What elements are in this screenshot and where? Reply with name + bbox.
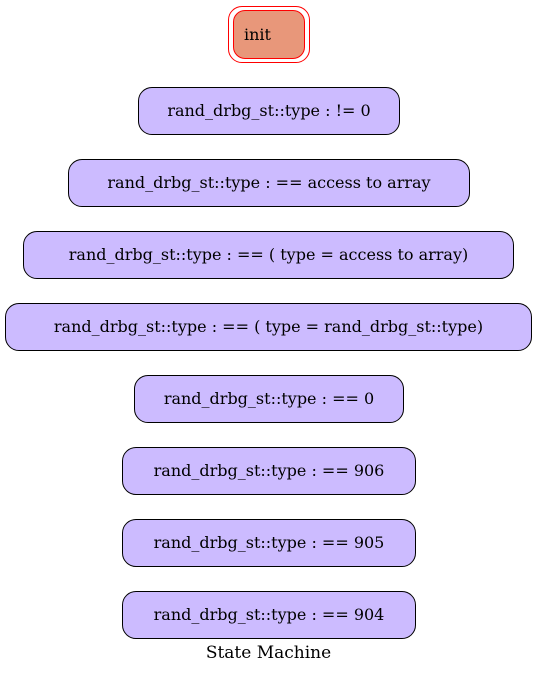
state-node: rand_drbg_st::type : == 906 [122,447,416,495]
state-node: rand_drbg_st::type : == ( type = access … [23,231,514,279]
state-node: rand_drbg_st::type : == 905 [122,519,416,567]
init-state-outer-border [228,6,310,63]
state-node: rand_drbg_st::type : == ( type = rand_dr… [5,303,532,351]
state-node: rand_drbg_st::type : == 904 [122,591,416,639]
diagram-caption: State Machine [205,643,332,663]
state-node: rand_drbg_st::type : != 0 [138,87,400,135]
init-state: init [233,10,305,59]
state-node: rand_drbg_st::type : == access to array [68,159,470,207]
state-node: rand_drbg_st::type : == 0 [134,375,404,423]
